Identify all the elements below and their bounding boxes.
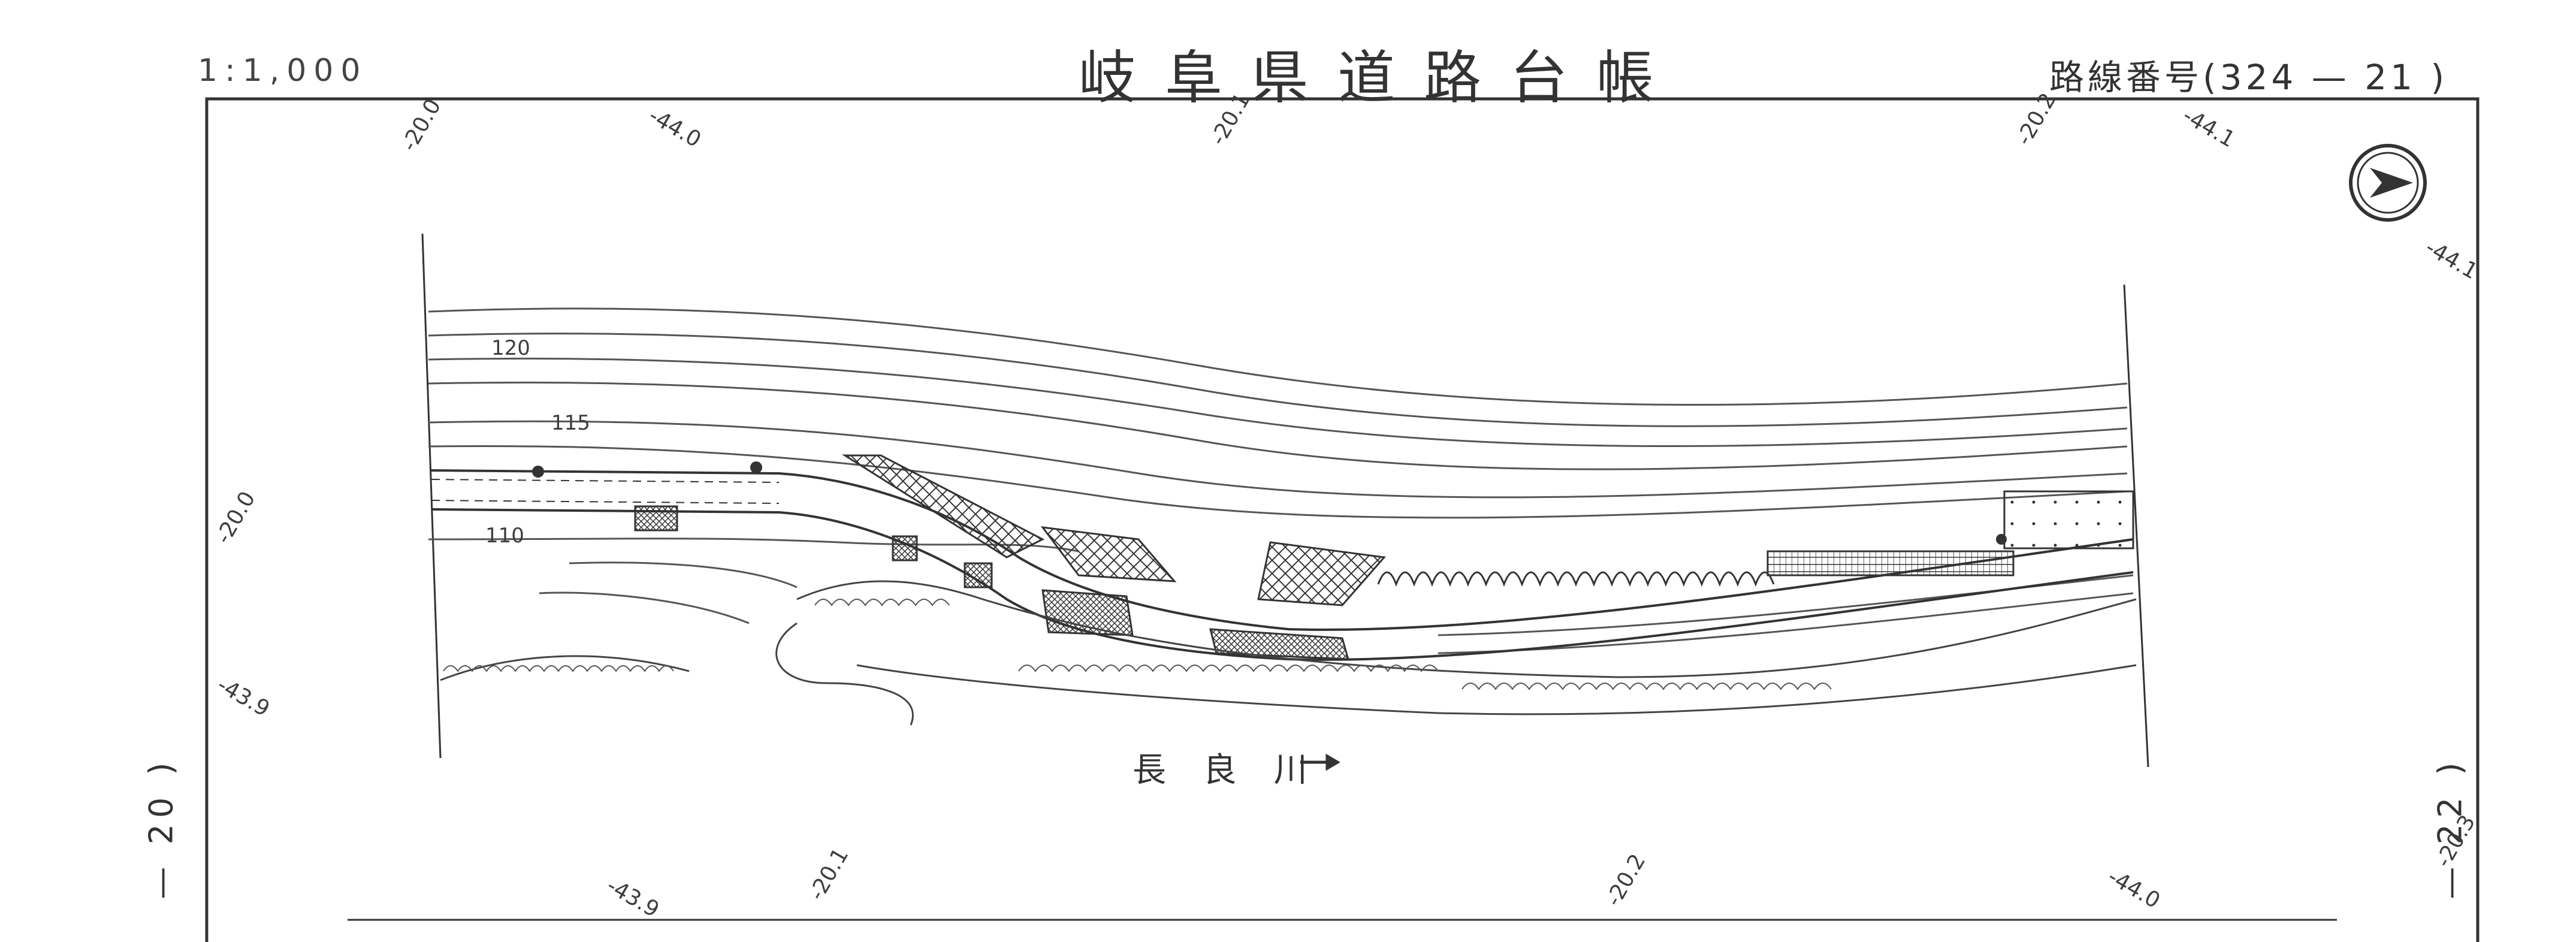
contour-label: 120 [491,336,530,360]
river-stones [443,599,1832,690]
grid-label: -20.0 [397,95,446,155]
structures [634,454,2134,660]
grid-label: -20.1 [804,844,853,904]
grid-label: -44.1 [2179,103,2239,152]
grid-label: -44.0 [2104,864,2164,913]
map-frame [205,97,2480,942]
grid-label: -43.9 [213,672,274,721]
match-line-right [2123,284,2149,768]
road-markers [532,461,2007,545]
river-banks [440,580,2137,726]
grid-label: -20.0 [211,487,260,548]
map-scale: 1:1,000 [198,53,368,89]
grid-label: -43.9 [603,873,663,922]
contour-label: 115 [551,411,590,435]
road-edge-dashes [431,479,780,504]
north-arrow-icon [2349,144,2427,222]
grid-label: -20.3 [2431,811,2480,871]
river-label: 長 良 川 [1133,751,1321,790]
grid-label: -20.2 [1601,850,1650,910]
contour-label: 110 [485,524,524,548]
right-arrow-icon [1300,753,1340,771]
grid-label: -44.0 [645,103,705,152]
embankment [1377,571,1775,587]
route-number: 路線番号(324 — 21 ) [2049,57,2448,98]
match-line-left [421,233,442,759]
grid-label: -44.1 [2421,235,2482,284]
